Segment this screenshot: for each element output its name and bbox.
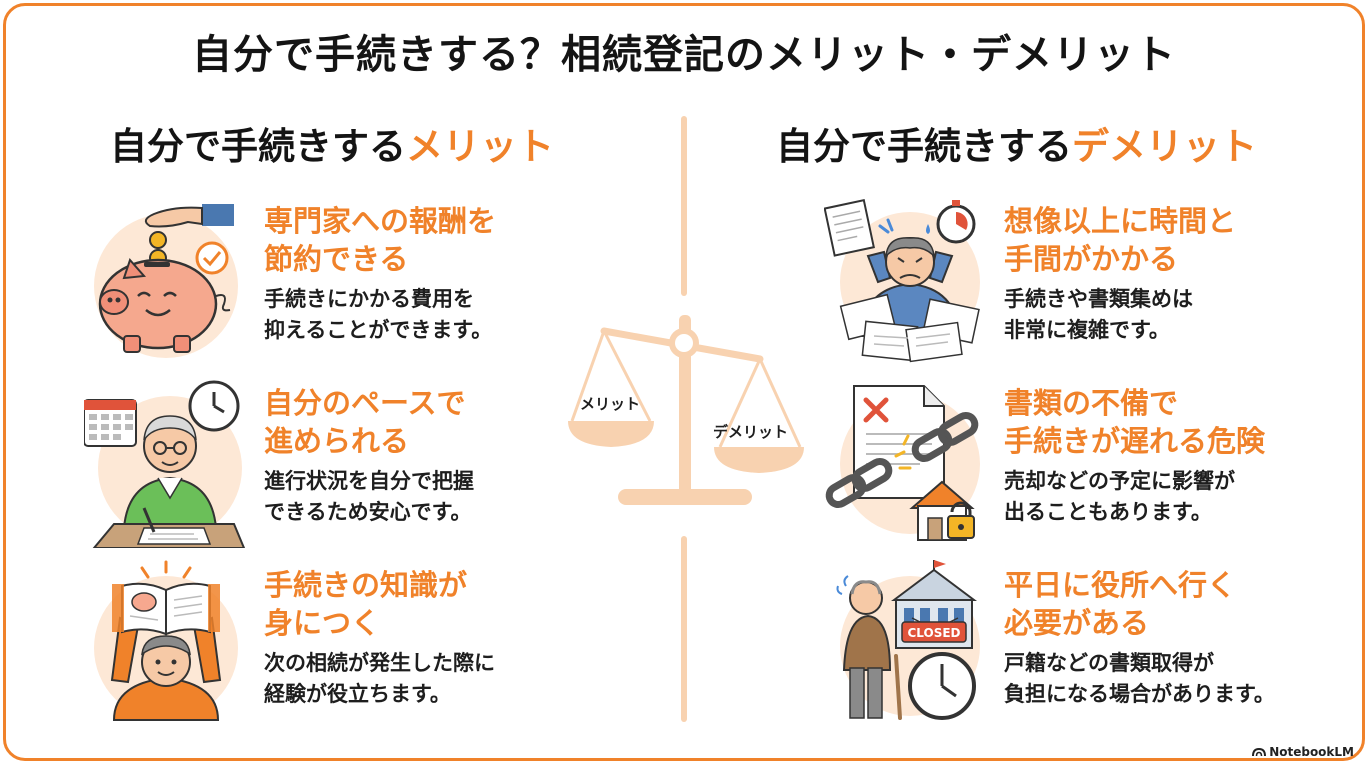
merit-item-gain-knowledge: 手続きの知識が 身につく 次の相続が発生した際に 経験が役立ちます。	[84, 560, 724, 730]
merit-description: 手続きにかかる費用を 抑えることができます。	[264, 284, 724, 346]
center-divider-bottom	[681, 536, 687, 722]
merit-heading: 手続きの知識が 身につく	[264, 566, 724, 642]
description-line: 進行状況を自分で把握	[264, 469, 474, 493]
demerit-item-weekday-office: CLOSED 平日に役所へ行く 必要がある 戸籍などの書類取得が 負担になる場合…	[824, 560, 1368, 730]
stressed-person-icon	[824, 199, 980, 363]
description-line: 負担になる場合があります。	[1004, 682, 1275, 706]
demerits-title-accent: デメリット	[1072, 125, 1257, 168]
demerit-description: 売却などの予定に影響が 出ることもあります。	[1004, 466, 1368, 528]
description-line: 経験が役立ちます。	[264, 682, 451, 706]
merit-heading: 専門家への報酬を 節約できる	[264, 202, 724, 278]
merits-title-accent: メリット	[406, 125, 554, 168]
heading-line: 手間がかかる	[1004, 242, 1179, 276]
demerit-item-takes-time: 想像以上に時間と 手間がかかる 手続きや書類集めは 非常に複雑です。	[824, 196, 1368, 366]
page-title: 自分で手続きする？相続登記のメリット・デメリット	[192, 32, 1176, 78]
demerit-heading: 平日に役所へ行く 必要がある	[1004, 566, 1368, 642]
merit-item-save-fees: 専門家への報酬を 節約できる 手続きにかかる費用を 抑えることができます。	[84, 196, 724, 366]
demerit-heading: 書類の不備で 手続きが遅れる危険	[1004, 384, 1368, 460]
heading-line: 必要がある	[1004, 606, 1150, 640]
broken-chain-document-icon	[825, 385, 980, 541]
merit-item-own-pace: 自分のペースで 進められる 進行状況を自分で把握 できるため安心です。	[84, 378, 724, 548]
demerit-item-document-errors: 書類の不備で 手続きが遅れる危険 売却などの予定に影響が 出ることもあります。	[824, 378, 1368, 548]
heading-line: 自分のペースで	[264, 386, 466, 420]
merits-title-prefix: 自分で手続きする	[110, 125, 406, 168]
heading-line: 進められる	[264, 424, 410, 458]
description-line: 手続きや書類集めは	[1004, 287, 1193, 311]
merit-heading: 自分のペースで 進められる	[264, 384, 724, 460]
description-line: 売却などの予定に影響が	[1004, 469, 1235, 493]
description-line: 出ることもあります。	[1004, 500, 1212, 524]
description-line: できるため安心です。	[264, 500, 472, 524]
demerit-description: 手続きや書類集めは 非常に複雑です。	[1004, 284, 1368, 346]
heading-line: 手続きの知識が	[264, 568, 468, 602]
demerits-title-prefix: 自分で手続きする	[776, 125, 1072, 168]
balance-scale-icon	[568, 315, 804, 505]
reading-book-icon	[94, 560, 238, 721]
watermark-text: NotebookLM	[1269, 745, 1354, 759]
piggy-bank-icon	[94, 204, 238, 358]
description-line: 抑えることができます。	[264, 318, 493, 342]
heading-line: 節約できる	[264, 242, 409, 276]
description-line: 戸籍などの書類取得が	[1004, 651, 1214, 675]
merit-description: 進行状況を自分で把握 できるため安心です。	[264, 466, 724, 528]
balance-scale: メリット デメリット	[560, 305, 810, 525]
closed-sign-text: CLOSED	[907, 626, 960, 640]
merit-description: 次の相続が発生した際に 経験が役立ちます。	[264, 648, 724, 710]
notebooklm-watermark: NotebookLM	[1252, 745, 1354, 759]
demerits-title: 自分で手続きするデメリット	[776, 116, 1257, 170]
notebooklm-logo-icon	[1252, 748, 1267, 757]
heading-line: 身につく	[264, 606, 381, 640]
demerit-heading: 想像以上に時間と 手間がかかる	[1004, 202, 1368, 278]
description-line: 次の相続が発生した際に	[264, 651, 495, 675]
description-line: 非常に複雑です。	[1004, 318, 1170, 342]
heading-line: 平日に役所へ行く	[1004, 568, 1237, 602]
heading-line: 想像以上に時間と	[1004, 204, 1237, 238]
closed-office-icon: CLOSED	[836, 560, 980, 720]
scale-label-demerit: デメリット	[713, 423, 789, 441]
heading-line: 専門家への報酬を	[264, 204, 497, 238]
demerit-description: 戸籍などの書類取得が 負担になる場合があります。	[1004, 648, 1368, 710]
description-line: 手続きにかかる費用を	[264, 287, 474, 311]
heading-line: 手続きが遅れる危険	[1004, 424, 1266, 458]
center-divider-top	[681, 116, 687, 296]
elder-writing-icon	[84, 380, 246, 548]
merits-title: 自分で手続きするメリット	[110, 116, 554, 170]
heading-line: 書類の不備で	[1004, 386, 1179, 420]
scale-label-merit: メリット	[580, 395, 641, 413]
